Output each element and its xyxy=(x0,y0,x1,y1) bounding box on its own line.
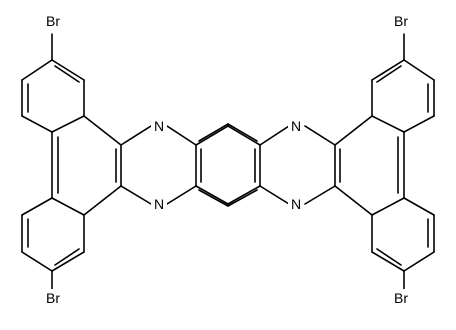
bromine-label-bottom-left: Br xyxy=(46,290,60,306)
double-bond-inner xyxy=(227,123,258,142)
bond xyxy=(334,115,373,146)
bond xyxy=(166,125,197,146)
bond xyxy=(403,251,435,272)
bond xyxy=(304,185,336,205)
bond xyxy=(51,197,85,216)
double-bond-inner xyxy=(54,65,80,83)
nitrogen-label-upper-left: N xyxy=(154,118,164,134)
bond-lines xyxy=(21,33,435,296)
bond xyxy=(227,185,261,205)
bond xyxy=(195,125,229,146)
bond xyxy=(371,59,405,81)
bond xyxy=(120,125,152,146)
bromine-label-bottom-right: Br xyxy=(394,290,408,306)
bond xyxy=(120,185,152,205)
bond xyxy=(371,251,405,272)
bond xyxy=(83,185,122,216)
bromine-label-top-right: Br xyxy=(394,13,408,29)
bond xyxy=(83,115,122,146)
bond xyxy=(259,185,290,205)
nitrogen-label-lower-left: N xyxy=(154,196,164,212)
bond xyxy=(21,251,53,272)
bond xyxy=(21,59,53,81)
bond xyxy=(403,115,435,133)
bond xyxy=(403,59,435,81)
bond xyxy=(195,185,229,205)
double-bond-inner xyxy=(376,65,402,83)
bond xyxy=(227,125,261,146)
bond xyxy=(304,125,336,146)
double-bond-inner xyxy=(227,189,258,207)
nitrogen-label-lower-right: N xyxy=(291,196,301,212)
nitrogen-label-upper-right: N xyxy=(291,118,301,134)
double-bond-inner xyxy=(376,248,402,266)
double-bond-inner xyxy=(54,248,80,266)
bond xyxy=(371,197,405,216)
bond xyxy=(51,59,85,81)
label-halos xyxy=(40,12,414,307)
double-bond-inner xyxy=(198,123,229,142)
bond xyxy=(51,251,85,272)
bond xyxy=(371,115,405,133)
bond xyxy=(259,125,290,146)
double-bond-inner xyxy=(198,189,229,207)
bond xyxy=(166,185,197,205)
bond xyxy=(51,115,85,133)
bond xyxy=(21,115,53,133)
bond xyxy=(334,185,373,216)
bond xyxy=(403,197,435,216)
bromine-label-top-left: Br xyxy=(46,13,60,29)
bond xyxy=(21,197,53,216)
